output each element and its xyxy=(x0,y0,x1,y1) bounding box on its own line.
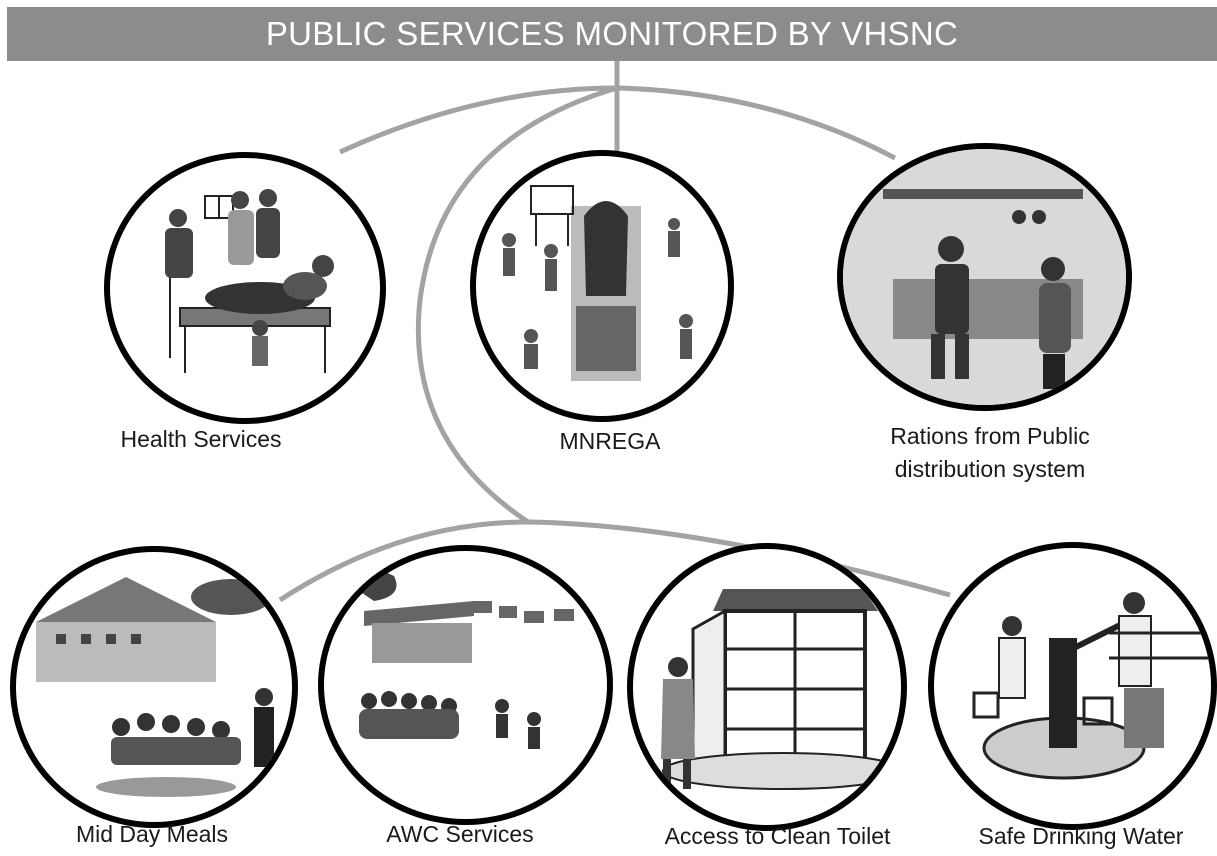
mid-day-meals-label: Mid Day Meals xyxy=(75,821,229,847)
branch-lower xyxy=(415,85,618,525)
branch-health xyxy=(338,85,618,155)
toilet-sketch-icon xyxy=(661,589,901,790)
rations-circle xyxy=(837,143,1132,411)
school-meal-sketch-icon xyxy=(36,577,274,797)
mnrega-label: MNREGA xyxy=(559,428,661,454)
drinking-water-label: Safe Drinking Water xyxy=(978,823,1184,849)
lower-arc-right xyxy=(527,519,951,598)
awc-services-circle xyxy=(318,545,613,825)
clean-toilet-label: Access to Clean Toilet xyxy=(664,823,891,849)
mnrega-circle xyxy=(470,150,734,422)
health-services-circle xyxy=(104,152,386,424)
branch-rations xyxy=(616,85,897,161)
anganwadi-centre-sketch-icon xyxy=(344,569,574,749)
awc-services-label: AWC Services xyxy=(386,821,534,847)
rations-label-line-1: Rations from Public xyxy=(890,423,1090,449)
clean-toilet-circle xyxy=(627,543,907,831)
handpump-sketch-icon xyxy=(972,592,1211,780)
title-banner: PUBLIC SERVICES MONITORED BY VHSNC xyxy=(7,7,1217,61)
lower-arc-left xyxy=(278,519,529,603)
health-services-label: Health Services xyxy=(120,426,282,452)
rations-label-line-2: distribution system xyxy=(894,456,1086,482)
mnrega-workers-sketch-icon xyxy=(502,185,693,381)
page-title: PUBLIC SERVICES MONITORED BY VHSNC xyxy=(265,15,959,52)
hospital-ward-sketch-icon xyxy=(165,189,334,373)
rations-label: Rations from Public distribution system xyxy=(855,420,1125,486)
drinking-water-circle xyxy=(928,542,1217,830)
mid-day-meals-circle xyxy=(10,546,298,828)
ration-shop-sketch-icon xyxy=(843,149,1126,405)
